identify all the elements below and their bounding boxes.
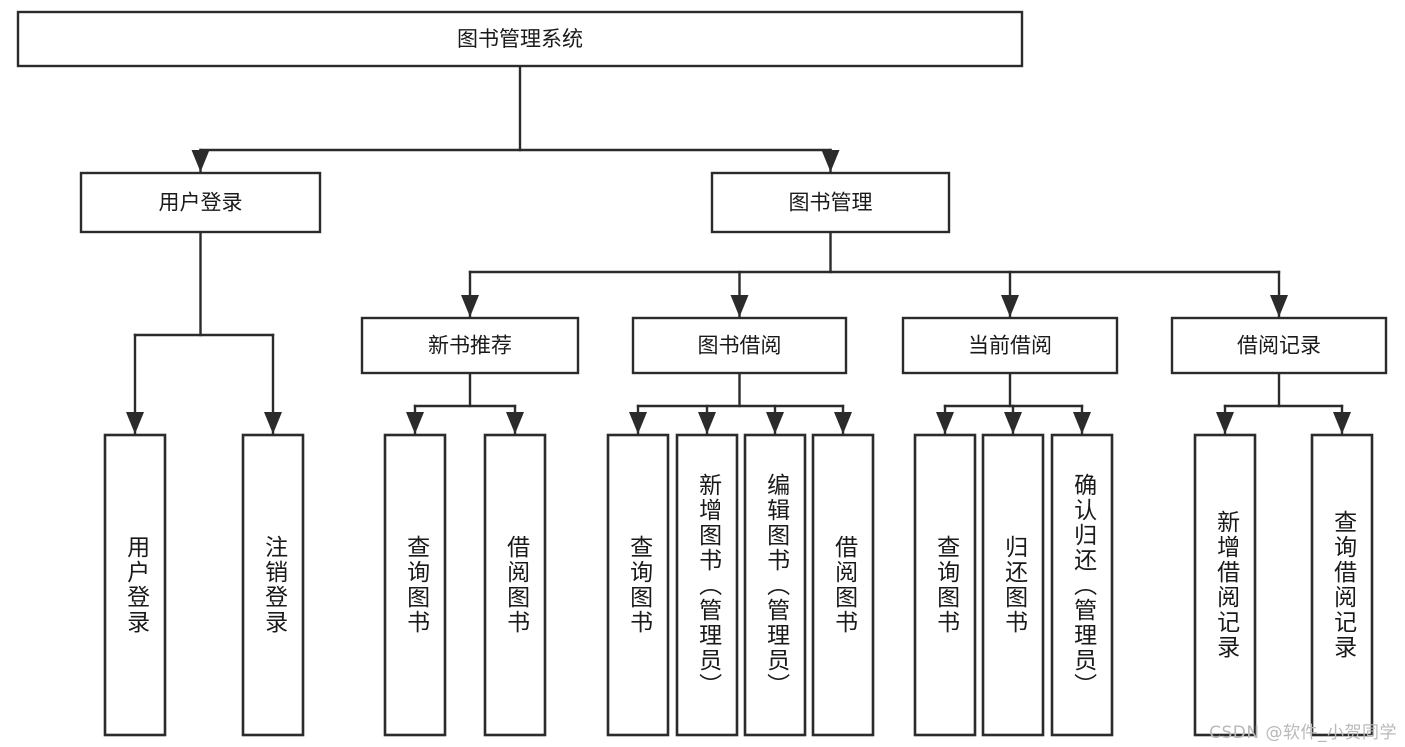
node-current-borrow-box[interactable] <box>901 316 1119 375</box>
leaf-leaf-add-book-box[interactable] <box>675 433 739 737</box>
leaf-leaf-query-book-2-box[interactable] <box>606 433 670 737</box>
node-user-login-box[interactable] <box>79 171 322 234</box>
leaf-leaf-confirm-return-box[interactable] <box>1050 433 1114 737</box>
leaf-leaf-user-login-box[interactable] <box>103 433 167 737</box>
arrow-to-user-login <box>191 150 210 172</box>
arrow-to-borrow-record <box>1270 295 1288 317</box>
arrow-to-leaf-add-book <box>698 412 716 434</box>
node-new-book-rec-label: 新书推荐 <box>428 334 512 358</box>
arrow-to-leaf-logout <box>264 412 282 434</box>
arrow-to-leaf-user-login <box>126 412 144 434</box>
arrow-to-leaf-borrow-book-2 <box>834 412 852 434</box>
root-node-label: 图书管理系统 <box>457 27 583 51</box>
leaf-leaf-logout-box[interactable] <box>241 433 305 737</box>
leaf-leaf-return-book-box[interactable] <box>981 433 1045 737</box>
node-borrow-record-label: 借阅记录 <box>1237 334 1321 358</box>
arrow-to-current-borrow <box>1001 295 1019 317</box>
arrow-to-leaf-confirm-return <box>1073 412 1091 434</box>
root-node-box[interactable] <box>16 10 1024 68</box>
arrow-to-book-manage <box>821 150 840 172</box>
node-current-borrow-label: 当前借阅 <box>968 334 1052 358</box>
arrow-to-leaf-return-book <box>1004 412 1022 434</box>
arrow-to-leaf-add-record <box>1216 412 1234 434</box>
node-book-manage-label: 图书管理 <box>789 191 873 215</box>
node-user-login-label: 用户登录 <box>159 191 243 215</box>
node-book-borrow-box[interactable] <box>631 316 848 375</box>
leaf-leaf-borrow-book-1-box[interactable] <box>483 433 547 737</box>
leaf-leaf-query-book-3-box[interactable] <box>913 433 977 737</box>
leaf-leaf-query-book-1-box[interactable] <box>383 433 447 737</box>
arrow-to-leaf-edit-book <box>766 412 784 434</box>
arrow-to-book-borrow <box>730 295 749 317</box>
csdn-watermark: CSDN @软件_小贺同学 <box>1209 723 1397 743</box>
leaf-leaf-edit-book-box[interactable] <box>743 433 807 737</box>
leaf-leaf-query-record-box[interactable] <box>1310 433 1374 737</box>
arrow-to-new-book-rec <box>461 295 479 317</box>
arrow-to-leaf-borrow-book-1 <box>506 412 524 434</box>
node-new-book-rec-box[interactable] <box>360 316 580 375</box>
arrow-to-leaf-query-book-2 <box>629 412 647 434</box>
connectors-layer <box>126 64 1351 435</box>
arrow-to-leaf-query-book-1 <box>406 412 424 434</box>
node-book-borrow-label: 图书借阅 <box>698 334 782 358</box>
node-borrow-record-box[interactable] <box>1170 316 1388 375</box>
boxes-layer <box>16 10 1388 737</box>
leaf-leaf-borrow-book-2-box[interactable] <box>811 433 875 737</box>
leaf-leaf-add-record-box[interactable] <box>1193 433 1257 737</box>
arrow-to-leaf-query-book-3 <box>936 412 954 434</box>
node-book-manage-box[interactable] <box>710 171 951 234</box>
arrow-to-leaf-query-record <box>1333 412 1351 434</box>
